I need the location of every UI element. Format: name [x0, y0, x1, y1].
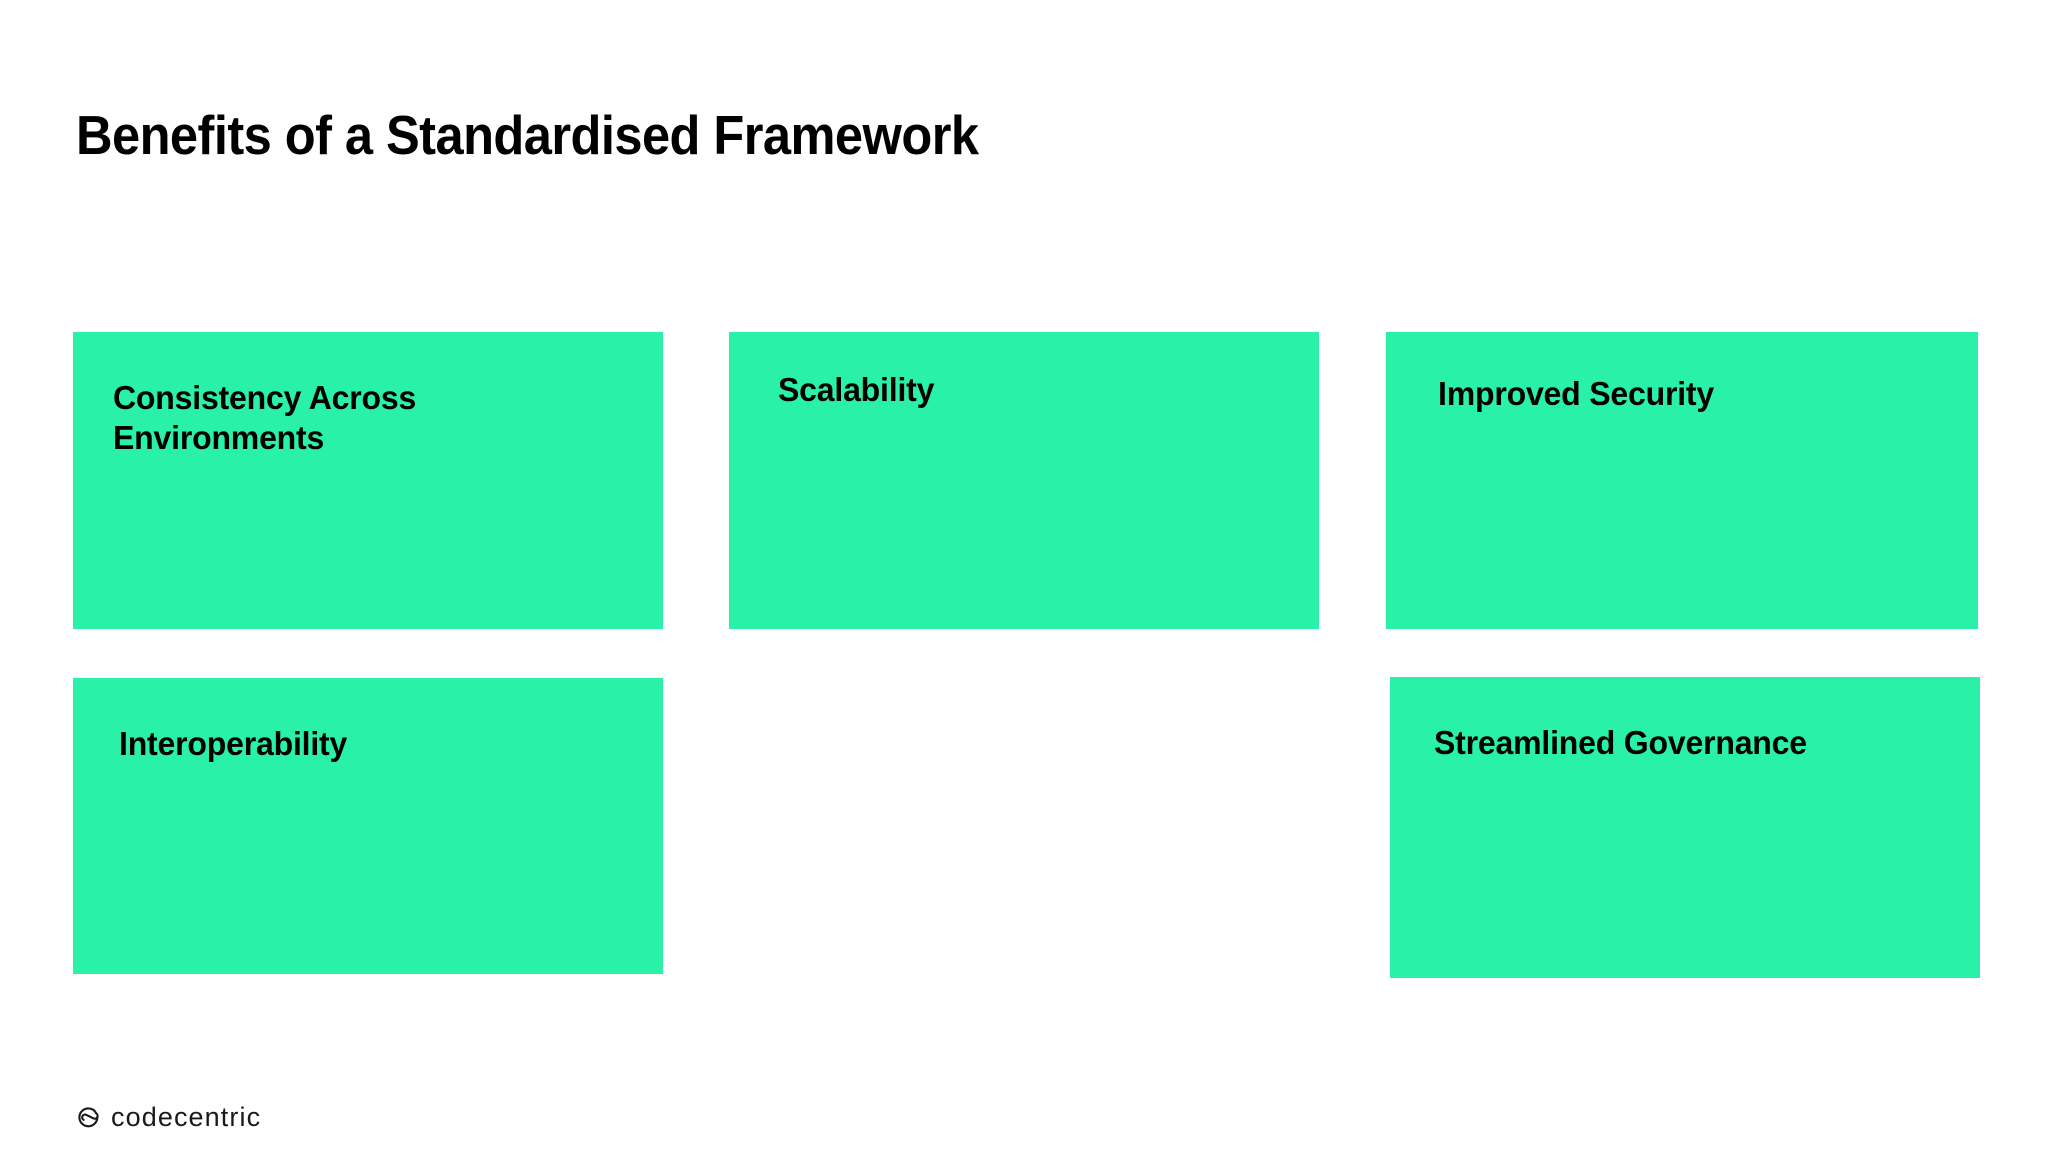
page-title: Benefits of a Standardised Framework [76, 103, 979, 166]
benefit-card-label: Scalability [778, 371, 935, 408]
benefit-card-scalability[interactable]: Scalability [729, 332, 1319, 629]
brand-logo: codecentric [76, 1104, 261, 1131]
benefit-card-streamlined-governance[interactable]: Streamlined Governance [1390, 677, 1980, 978]
codecentric-loop-icon [78, 1106, 99, 1127]
benefit-card-improved-security[interactable]: Improved Security [1386, 332, 1978, 629]
benefit-card-interoperability[interactable]: Interoperability [73, 678, 663, 974]
benefit-card-label: Improved Security [1438, 375, 1714, 412]
benefit-card-label: Streamlined Governance [1434, 724, 1807, 761]
logo-wordmark: codecentric [111, 1102, 262, 1132]
benefit-card-label: Consistency Across Environments [113, 379, 417, 457]
benefit-card-consistency[interactable]: Consistency Across Environments [73, 332, 663, 629]
benefit-card-label: Interoperability [119, 725, 348, 762]
